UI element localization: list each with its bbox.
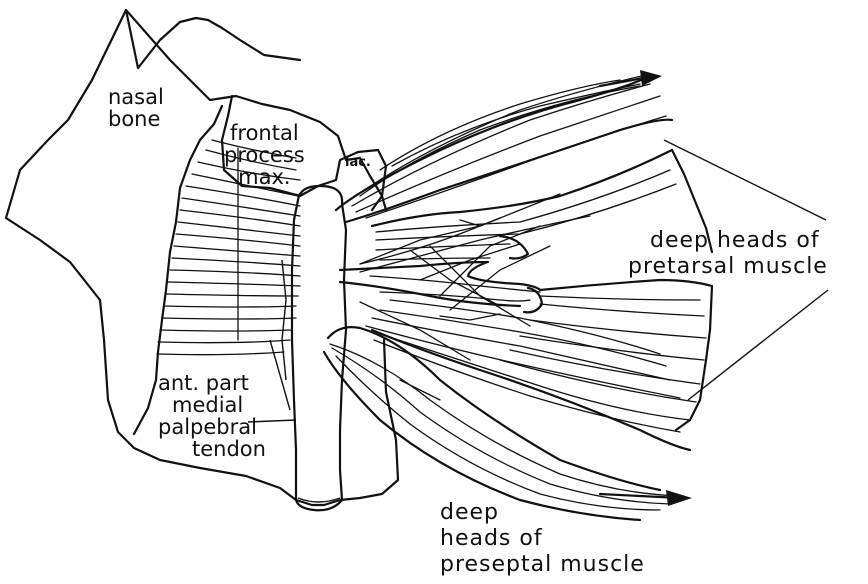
lower-bundle-top — [328, 327, 660, 490]
upper-head-tip — [500, 236, 528, 259]
pretarsal-line2: pretarsal muscle — [628, 254, 828, 280]
preseptal-line1: deep — [440, 500, 645, 526]
upper-muscle-bundle — [336, 74, 672, 222]
pretarsal-label: deep heads of pretarsal muscle — [628, 228, 828, 280]
frontal-process-label: frontal process max. — [224, 122, 305, 188]
medial-tendon-line4: tendon — [158, 438, 266, 460]
preseptal-line2: heads of — [440, 526, 645, 552]
medial-tendon-line2: medial — [158, 394, 266, 416]
tendon-ridge — [282, 260, 286, 380]
lacrimal-label: lac. — [345, 152, 371, 174]
pretarsal-line1: deep heads of — [628, 228, 828, 254]
nasal-bone-line1: nasal — [108, 86, 164, 108]
lower-arrowhead — [666, 490, 692, 506]
frontal-process-line3: max. — [224, 166, 305, 188]
nasal-bone-line2: bone — [108, 108, 164, 130]
lower-fan-top — [540, 280, 712, 290]
medial-tendon-line1: ant. part — [158, 372, 266, 394]
frontal-process-line1: frontal — [224, 122, 305, 144]
preseptal-label: deep heads of preseptal muscle — [440, 500, 645, 578]
frontal-process-line2: process — [224, 144, 305, 166]
medial-tendon-label: ant. part medial palpebral tendon — [158, 372, 266, 460]
leader-upper-pretarsal — [664, 140, 826, 220]
tendon-cylinder — [292, 186, 346, 510]
nasal-bone-label: nasal bone — [108, 86, 164, 130]
leader-tendon-up — [270, 340, 290, 410]
upper-arrowhead — [640, 70, 662, 86]
medial-tendon-line3: palpebral — [158, 416, 266, 438]
preseptal-line3: preseptal muscle — [440, 552, 645, 578]
